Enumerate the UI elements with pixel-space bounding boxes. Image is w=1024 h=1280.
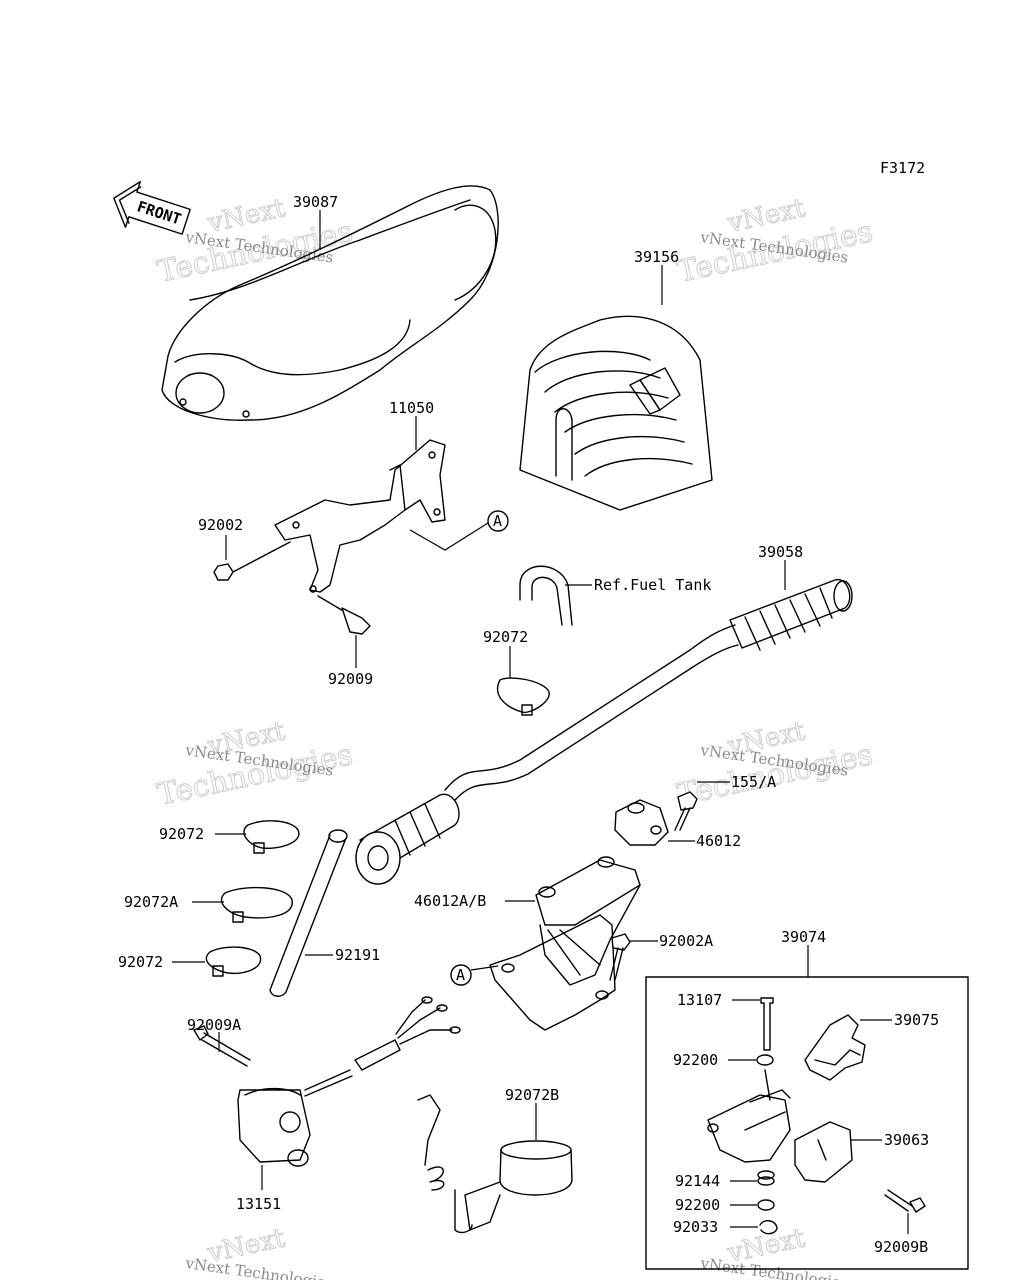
screw-92009b [884, 1189, 926, 1213]
tube-92191 [269, 829, 348, 997]
reference-a-bottom: A [456, 966, 465, 984]
circlip-92033 [759, 1220, 778, 1235]
callout-92144: 92144 [675, 1172, 720, 1190]
callout-39075: 39075 [894, 1011, 939, 1029]
washer-92200-lower [757, 1199, 775, 1211]
callout-155-a: 155/A [731, 773, 776, 791]
kit-39074-box [645, 976, 969, 1270]
switch-13151 [237, 996, 461, 1167]
handle-pad-cover [161, 185, 499, 421]
bolt-92009 [317, 595, 371, 668]
clamp-92072a [220, 886, 293, 923]
front-arrow-icon: FRONT [113, 180, 191, 235]
callout-92033: 92033 [673, 1218, 718, 1236]
callout-leader-a1 [409, 522, 489, 551]
watermark-top-right: vNext Technologies vNext Technologies [674, 193, 876, 291]
callout-92002a: 92002A [659, 932, 713, 950]
callout-13151: 13151 [236, 1195, 281, 1213]
callout-92072b: 92072B [505, 1086, 559, 1104]
callout-92072-left: 92072 [159, 825, 204, 843]
reference-circle-a [450, 964, 472, 986]
callout-39156: 39156 [634, 248, 679, 266]
lever-39075 [804, 1014, 866, 1081]
callout-leader-a2 [470, 965, 499, 971]
callout-ref-fuel-tank: Ref.Fuel Tank [594, 576, 711, 594]
callout-92072-lower: 92072 [118, 953, 163, 971]
reference-circle-a [487, 510, 509, 532]
figure-code: F3172 [880, 159, 925, 177]
callout-92002: 92002 [198, 516, 243, 534]
holder-46012ab [489, 856, 641, 1031]
callout-92191: 92191 [335, 946, 380, 964]
fuel-hose [519, 565, 573, 626]
handlebar-39058 [355, 579, 853, 885]
spring-92144 [757, 1170, 775, 1186]
callout-92072-upper: 92072 [483, 628, 528, 646]
callout-11050: 11050 [389, 399, 434, 417]
clamp-92072b [417, 1094, 573, 1234]
callout-92009: 92009 [328, 670, 373, 688]
bracket-11050 [274, 439, 446, 593]
reference-a-top: A [493, 512, 502, 530]
callout-39087: 39087 [293, 193, 338, 211]
callout-92200-lower: 92200 [675, 1196, 720, 1214]
washer-92200-upper [756, 1054, 774, 1066]
watermark-group: vNext Technologies vNext Technologies vN… [154, 193, 876, 1280]
clamp-92072-lower [205, 946, 262, 977]
bolt-92002 [213, 535, 291, 581]
callout-46012: 46012 [696, 832, 741, 850]
kit-bracket-body [707, 1069, 791, 1163]
watermark-bottom-left: vNext vNext Technologies [183, 1223, 334, 1280]
callout-92009a: 92009A [187, 1016, 241, 1034]
callout-39058: 39058 [758, 543, 803, 561]
callout-39074: 39074 [781, 928, 826, 946]
holder-46012 [614, 799, 669, 846]
pin-13107 [760, 997, 774, 1051]
watermark-mid-left: vNext Technologies vNext Technologies [154, 716, 356, 814]
bellows-cover [519, 315, 713, 511]
callout-46012a-b: 46012A/B [414, 892, 486, 910]
bolt-92009a [193, 1025, 251, 1067]
clamp-92072-upper [496, 677, 550, 716]
callout-92009b: 92009B [874, 1238, 928, 1256]
clamp-92072-left [243, 820, 300, 854]
callout-39063: 39063 [884, 1131, 929, 1149]
callout-92072a: 92072A [124, 893, 178, 911]
callout-13107: 13107 [677, 991, 722, 1009]
watermark-mid-right: vNext Technologies vNext Technologies [674, 716, 876, 814]
bolt-92002a [609, 933, 631, 981]
callout-92200-upper: 92200 [673, 1051, 718, 1069]
cover-39063 [794, 1121, 853, 1183]
bolt-155a [674, 791, 698, 831]
